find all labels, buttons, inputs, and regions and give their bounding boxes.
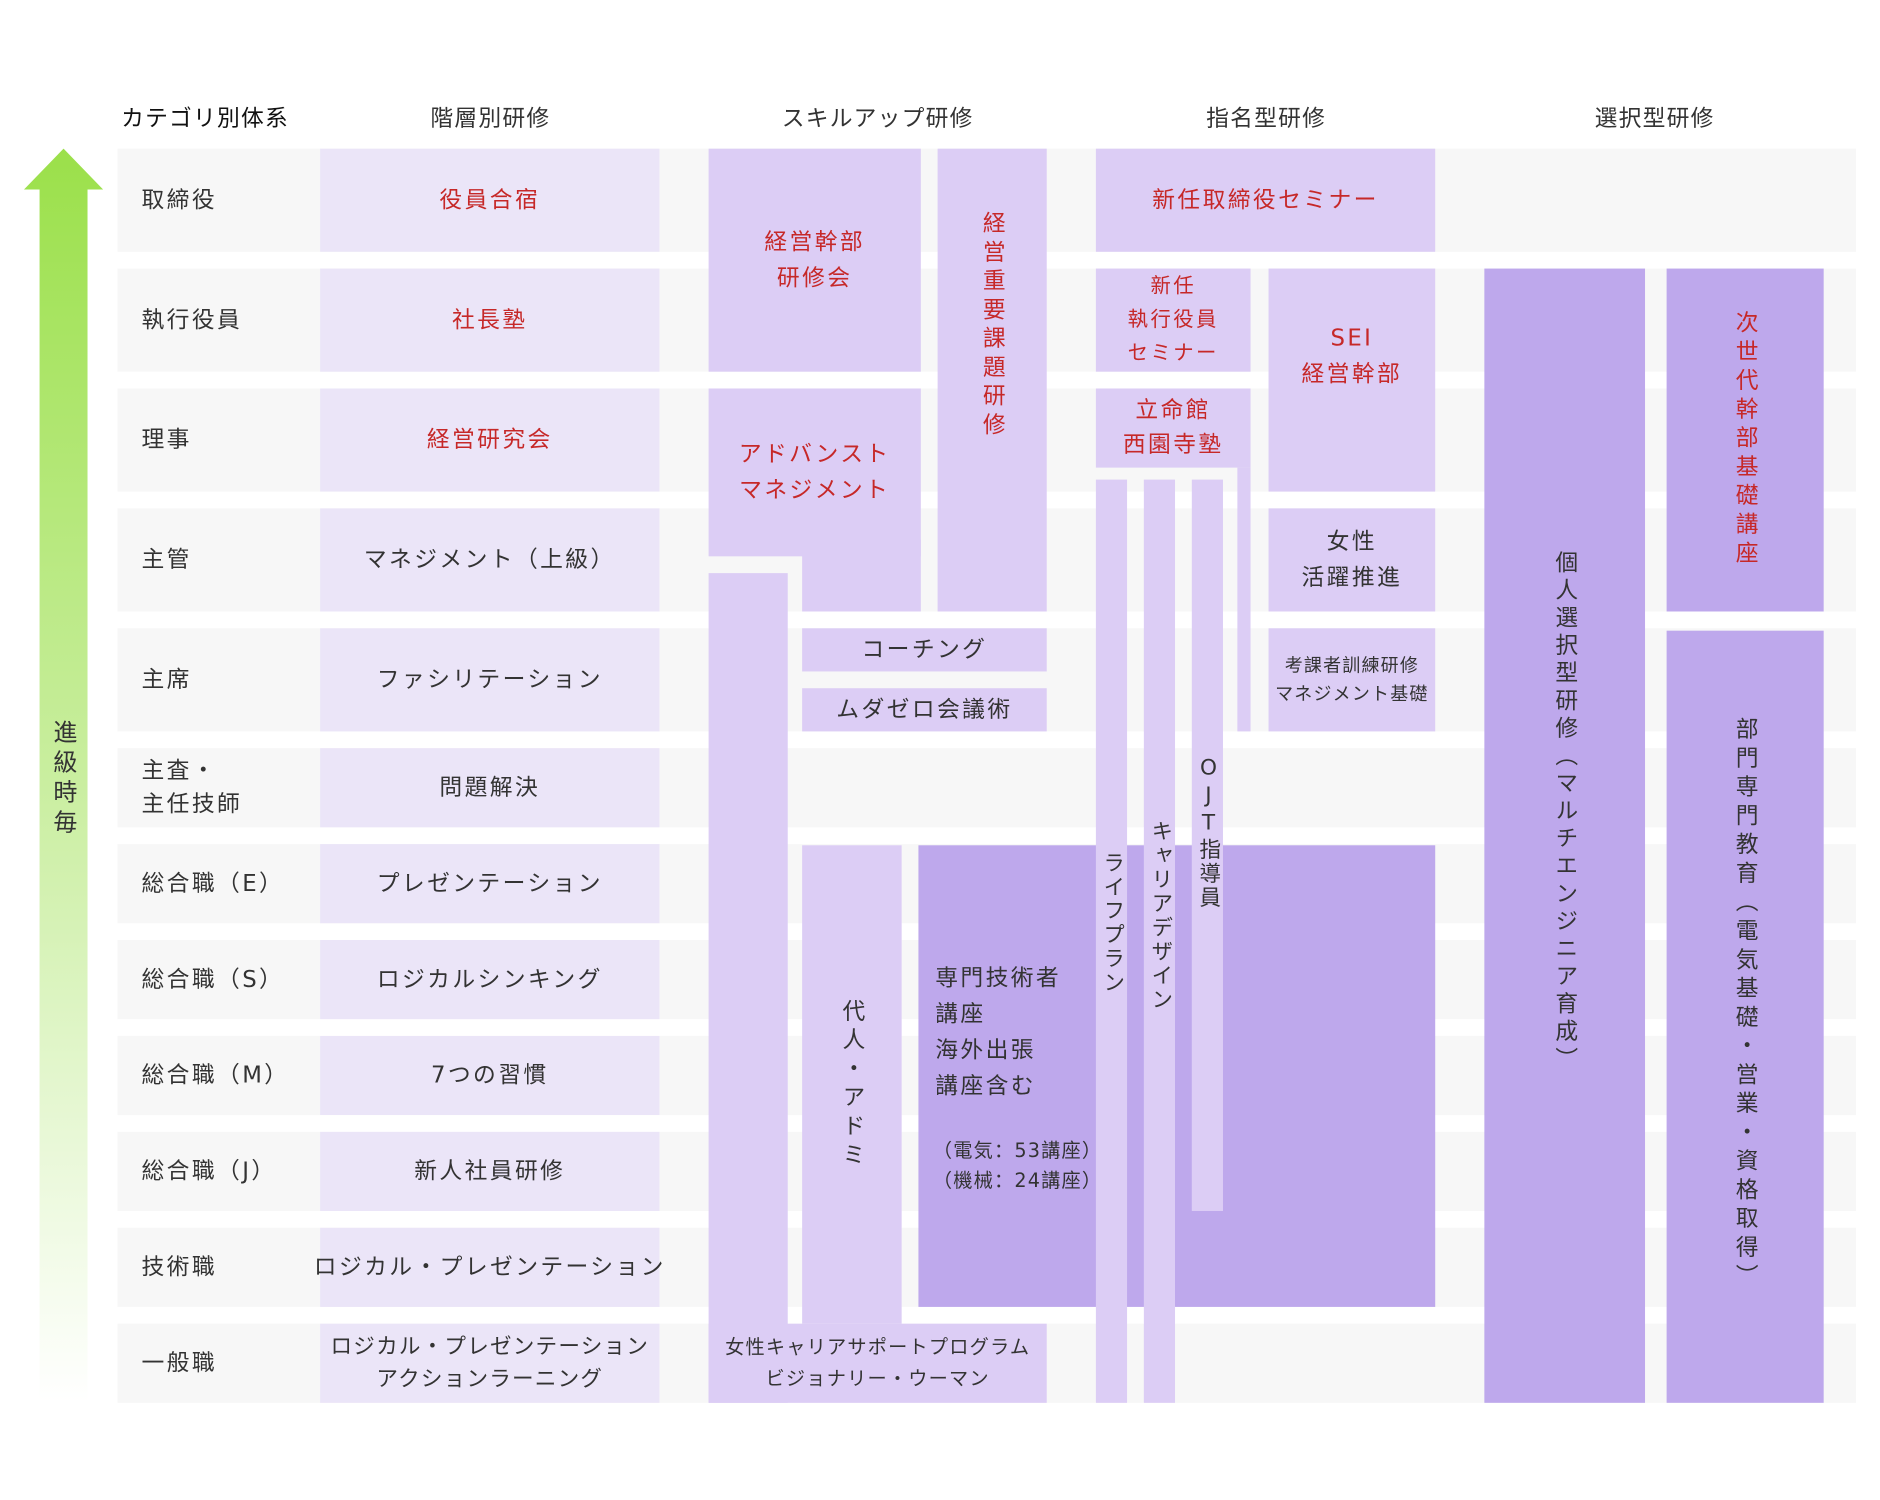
- box-new-director: 新任取締役セミナー: [1095, 148, 1436, 252]
- ritsumeikan-strip: [1237, 467, 1251, 732]
- specialist-counts: （電気：53講座） （機械：24講座）: [932, 1139, 1103, 1192]
- box-sei: SEI 経営幹部: [1268, 268, 1436, 492]
- box-women-promotion: 女性 活躍推進: [1268, 508, 1436, 612]
- box-career-design: キャリアデザイン: [1143, 479, 1176, 1403]
- hierarchy-training: ロジカル・プレゼンテーション アクションラーニング: [320, 1323, 660, 1403]
- row-category: 主査・ 主任技師: [141, 757, 243, 818]
- box-women-career-strip: [708, 573, 788, 1403]
- box-meeting: ムダゼロ会議術: [802, 688, 1047, 732]
- row-category: 総合職（S）: [141, 966, 285, 993]
- box-women-career: 女性キャリアサポートプログラム ビジョナリー・ウーマン: [708, 1323, 1047, 1403]
- box-ojt: OJT指導員: [1191, 479, 1223, 1211]
- box-specialist: 専門技術者 講座 海外出張 講座含む （電気：53講座） （機械：24講座）: [918, 845, 1436, 1307]
- box-life-plan: ライフプラン: [1095, 479, 1128, 1403]
- arrow-up-icon: [23, 148, 104, 1403]
- row-category: 主席: [141, 666, 192, 693]
- box-department: 部門専門教育（電気基礎・営業・資格取得）: [1666, 630, 1824, 1403]
- hierarchy-training: 7つの習慣: [320, 1035, 660, 1116]
- box-advanced-mgmt: アドバンスト マネジメント: [708, 388, 921, 557]
- header-hierarchy: 階層別研修: [430, 105, 551, 132]
- box-exec-training: 経営幹部 研修会: [708, 148, 921, 372]
- box-key-issues: 経営重要課題研修: [937, 148, 1047, 612]
- box-evaluator: 考課者訓練研修 マネジメント基礎: [1268, 628, 1436, 732]
- hierarchy-training: プレゼンテーション: [320, 844, 660, 924]
- row-category: 一般職: [141, 1349, 218, 1377]
- hierarchy-training: 問題解決: [320, 748, 660, 828]
- row-category: 理事: [141, 426, 192, 453]
- box-ritsumeikan: 立命館 西園寺塾: [1095, 388, 1251, 468]
- row-category: 取締役: [141, 186, 218, 214]
- row-category: 総合職（M）: [141, 1062, 290, 1089]
- hierarchy-training: ファシリテーション: [320, 628, 660, 732]
- hierarchy-training: ロジカルシンキング: [320, 940, 660, 1020]
- hierarchy-training: 新人社員研修: [320, 1131, 660, 1211]
- hierarchy-training: 役員合宿: [320, 148, 660, 252]
- hierarchy-training: 経営研究会: [320, 388, 660, 492]
- row-category: 技術職: [141, 1253, 218, 1281]
- box-individual: 個人選択型研修（マルチエンジニア育成）: [1484, 268, 1646, 1403]
- hierarchy-training: 社長塾: [320, 268, 660, 372]
- row-category: 主管: [141, 546, 192, 573]
- box-new-officer: 新任 執行役員 セミナー: [1095, 268, 1251, 372]
- hierarchy-training: マネジメント（上級）: [320, 508, 660, 612]
- arrow-label: 進級時毎: [49, 719, 78, 840]
- box-proxy-admin: 代人・アドミ: [802, 845, 902, 1324]
- row-category: 総合職（J）: [141, 1157, 277, 1185]
- specialist-label: 専門技術者 講座 海外出張 講座含む: [935, 965, 1062, 1100]
- box-next-gen: 次世代幹部基礎講座: [1666, 268, 1824, 612]
- header-nominated: 指名型研修: [1206, 105, 1327, 132]
- box-coaching: コーチング: [802, 628, 1047, 672]
- row-category: 総合職（E）: [141, 870, 285, 897]
- row-category: 執行役員: [141, 306, 243, 334]
- header-selective: 選択型研修: [1594, 105, 1715, 132]
- header-skillup: スキルアップ研修: [781, 105, 974, 132]
- hierarchy-training: ロジカル・プレゼンテーション: [314, 1227, 663, 1307]
- header-category: カテゴリ別体系: [121, 105, 289, 132]
